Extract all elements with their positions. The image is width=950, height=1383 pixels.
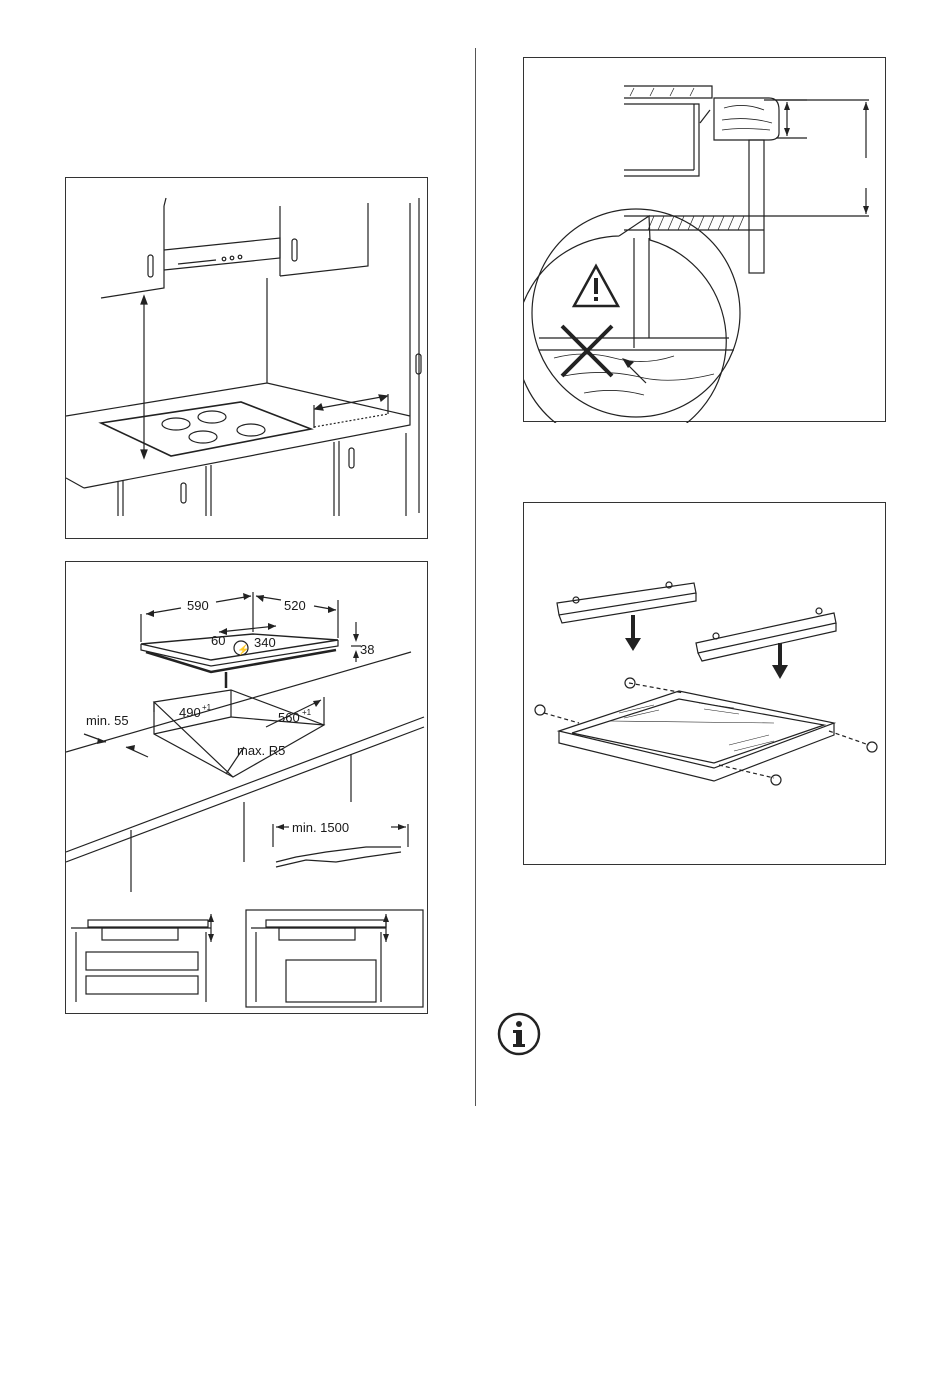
worktop-section-drawing xyxy=(524,58,887,423)
dim-cable-offset: 60 xyxy=(211,633,225,648)
cross-icon xyxy=(562,326,612,376)
dim-cutout-width: 490 xyxy=(179,705,201,720)
dim-hob-width: 590 xyxy=(187,598,209,613)
bracket-assembly-drawing xyxy=(524,503,887,866)
dim-hob-height: 38 xyxy=(360,642,374,657)
figure-worktop-section xyxy=(523,57,886,422)
dim-cutout-depth-tolerance: +1 xyxy=(302,708,312,717)
dim-corner-radius: max. R5 xyxy=(237,743,285,758)
dim-hob-depth: 520 xyxy=(284,598,306,613)
cutout-dimensions-drawing: 590 520 60 ⚡ 340 38 490 +1 560 +1 min. 5… xyxy=(66,562,429,1015)
dim-cutout-width-tolerance: +1 xyxy=(202,703,212,712)
figure-hood-clearance xyxy=(65,177,428,539)
dim-cable-length: min. 1500 xyxy=(292,820,349,835)
warning-triangle-icon xyxy=(574,266,618,306)
hood-clearance-drawing xyxy=(66,178,429,540)
figure-cutout-dimensions: 590 520 60 ⚡ 340 38 490 +1 560 +1 min. 5… xyxy=(65,561,428,1014)
dim-cable-distance: 340 xyxy=(254,635,276,650)
dim-wall-distance: min. 55 xyxy=(86,713,129,728)
column-divider xyxy=(475,48,476,1106)
dim-cutout-depth: 560 xyxy=(278,710,300,725)
info-icon xyxy=(496,1011,542,1057)
lightning-icon: ⚡ xyxy=(237,643,249,656)
figure-bracket-assembly xyxy=(523,502,886,865)
